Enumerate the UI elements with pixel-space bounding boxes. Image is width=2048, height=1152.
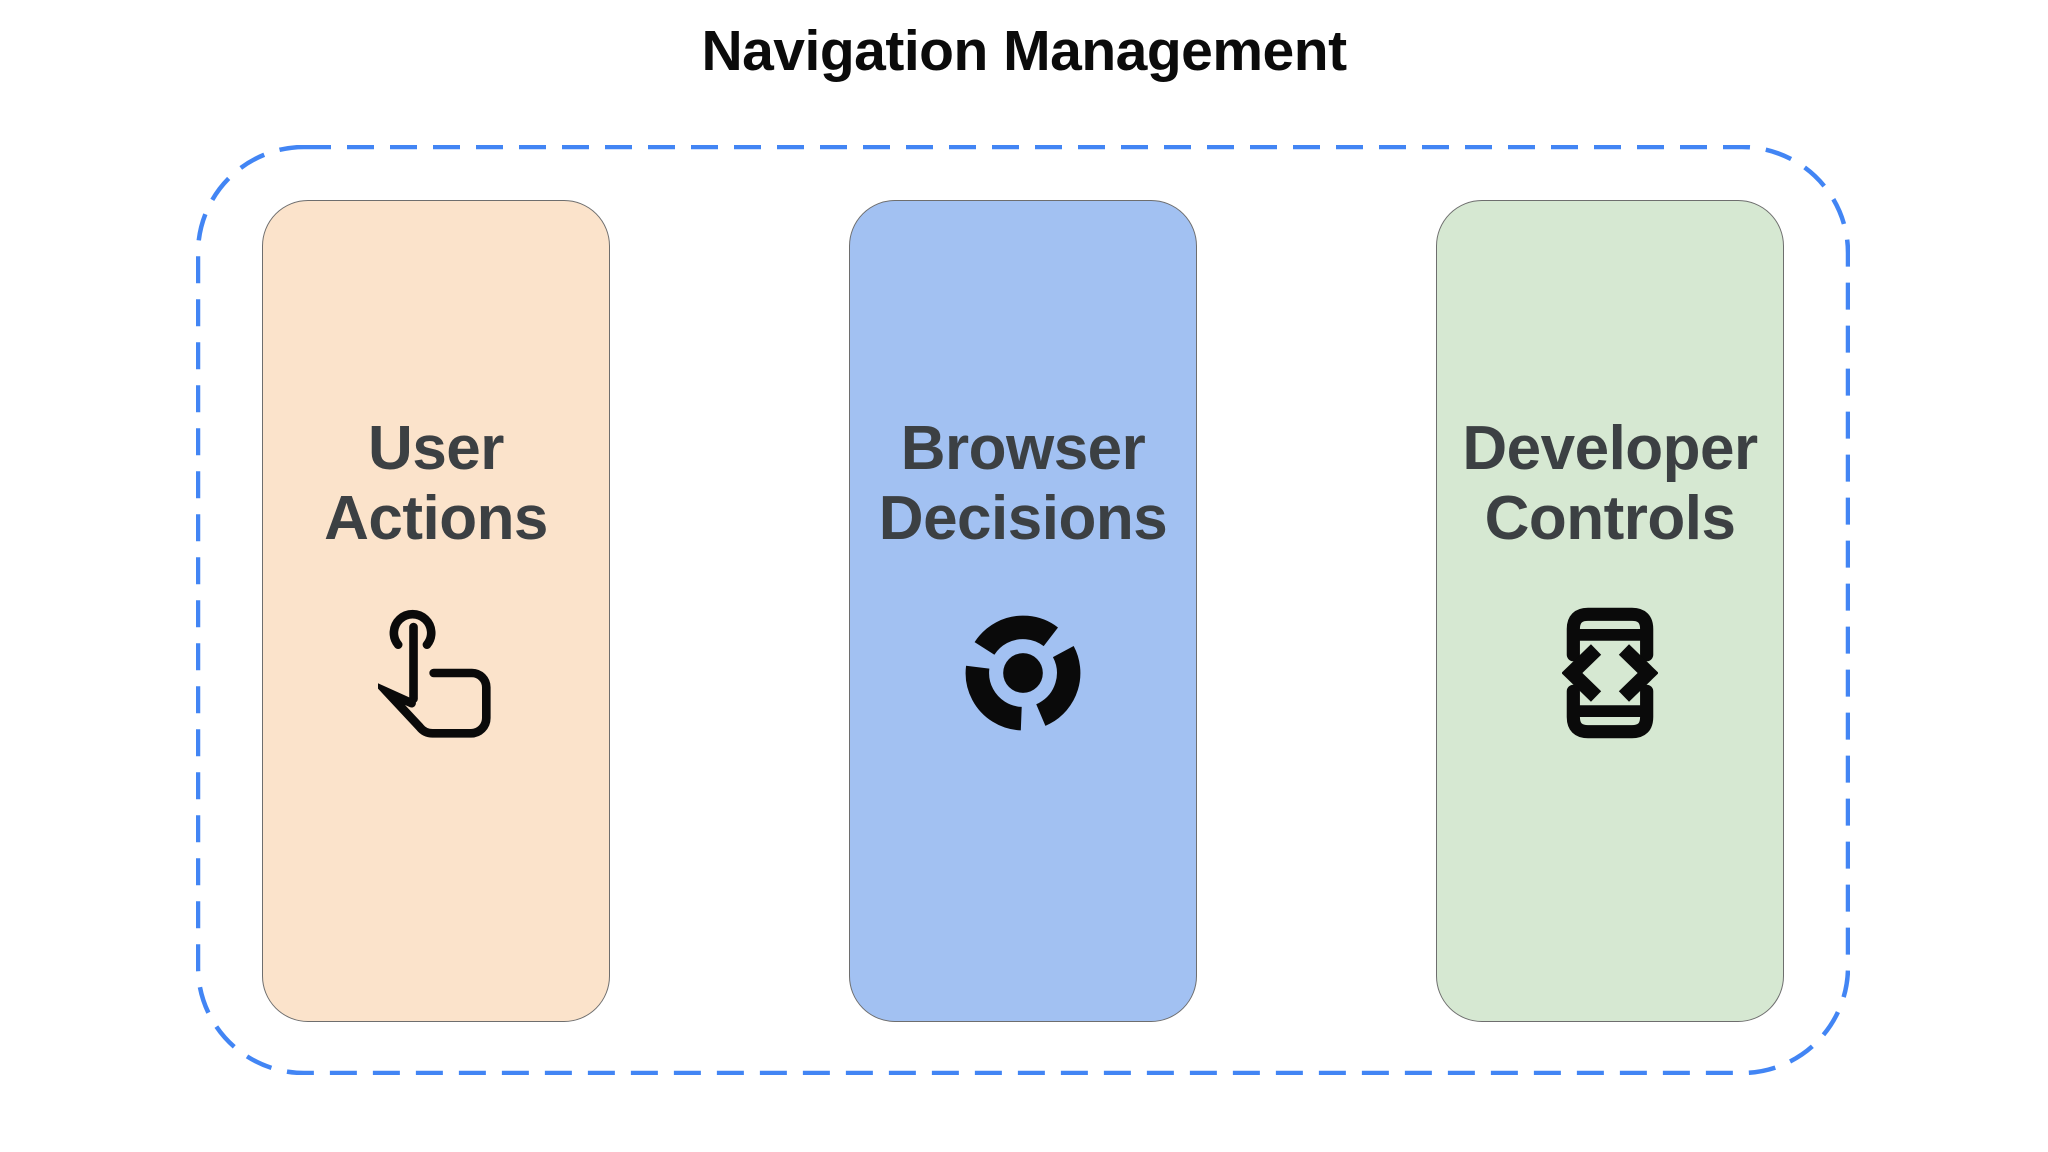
card-label-user-actions: User Actions — [324, 413, 548, 553]
dashed-group-border — [196, 145, 1850, 1075]
card-label-browser-decisions: Browser Decisions — [878, 413, 1168, 553]
diagram-title: Navigation Management — [701, 19, 1347, 83]
cards-row: User Actions Browser — [196, 145, 1850, 1075]
card-browser-decisions: Browser Decisions — [849, 200, 1197, 1022]
card-developer-controls: Developer Controls — [1436, 200, 1784, 1022]
developer-mode-icon — [1562, 598, 1658, 748]
touch-gesture-icon — [377, 598, 495, 748]
navigation-management-group: User Actions Browser — [196, 145, 1850, 1075]
chrome-browser-icon — [963, 598, 1083, 748]
card-user-actions: User Actions — [262, 200, 610, 1022]
card-label-developer-controls: Developer Controls — [1462, 413, 1758, 553]
